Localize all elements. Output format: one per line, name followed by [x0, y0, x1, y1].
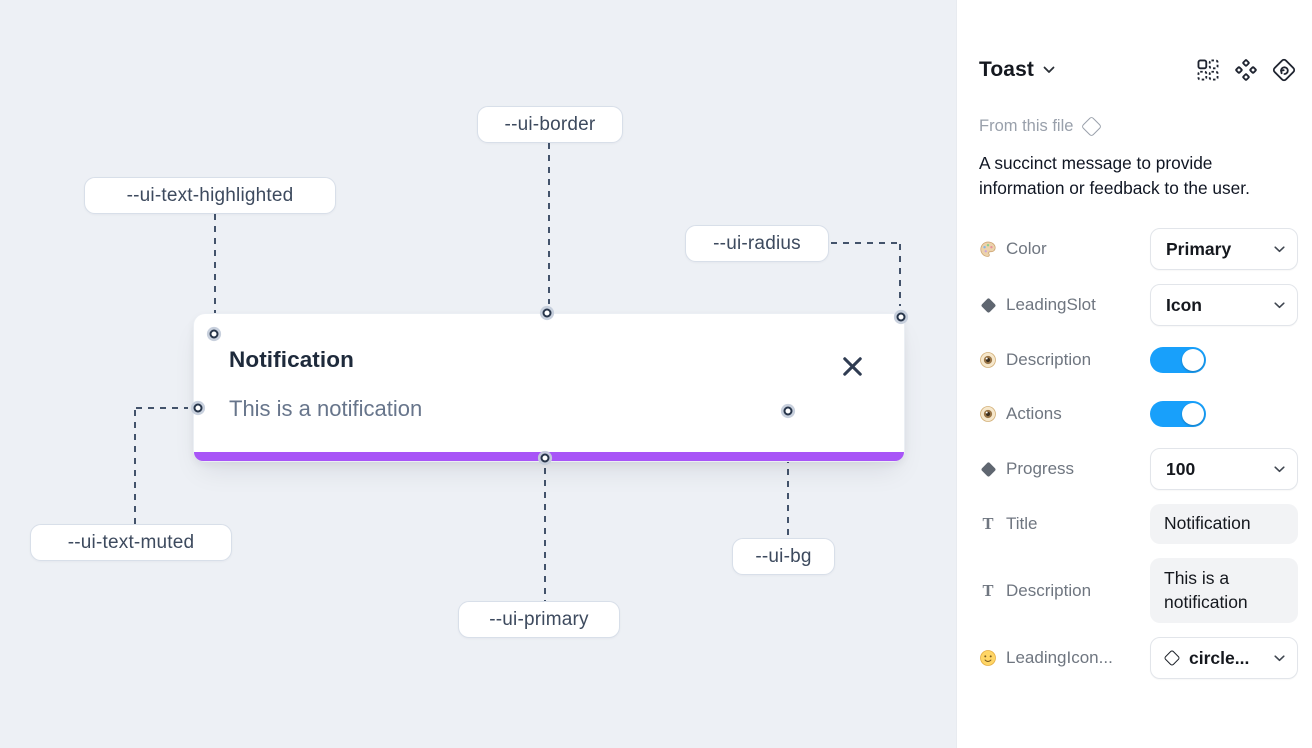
component-set-icon[interactable] [1232, 56, 1260, 84]
connector-node-primary [540, 453, 550, 463]
annotation-ui-radius: --ui-radius [685, 225, 829, 262]
connector-line-primary [544, 468, 546, 601]
property-label-text: Actions [1006, 404, 1062, 424]
annotation-ui-bg: --ui-bg [732, 538, 835, 575]
text-type-icon: T [982, 580, 994, 600]
leadingicon-select[interactable]: circle... [1150, 637, 1298, 680]
connector-node-text-highlighted [209, 329, 219, 339]
progress-select[interactable]: 100 [1150, 448, 1298, 491]
connector-node-radius [896, 312, 906, 322]
property-label-text: Progress [1006, 459, 1075, 479]
property-row-color: Color Primary [979, 228, 1298, 271]
property-label-actions: Actions [979, 404, 1150, 424]
palette-icon [979, 240, 997, 258]
property-row-description-toggle: Description [979, 340, 1298, 380]
connector-line-text-muted-v [134, 410, 136, 524]
chevron-down-icon [1274, 246, 1285, 253]
property-label-leadingslot: LeadingSlot [979, 295, 1150, 315]
connector-line-bg [787, 421, 789, 538]
toggle-knob [1182, 349, 1204, 372]
property-label-text: LeadingIcon... [1006, 648, 1113, 668]
property-row-actions-toggle: Actions [979, 394, 1298, 434]
property-label-text: Title [1006, 514, 1038, 534]
toast-component-preview: Notification This is a notification [193, 313, 905, 462]
property-row-progress: Progress 100 [979, 448, 1298, 491]
property-rows: Color Primary LeadingSlot Icon [979, 228, 1298, 680]
connector-line-radius-h [831, 242, 899, 244]
eye-icon [979, 351, 997, 369]
component-description: A succinct message to provide informatio… [979, 153, 1250, 199]
chevron-down-icon [1043, 66, 1055, 74]
connector-node-text-muted [193, 403, 203, 413]
toast-description: This is a notification [229, 396, 423, 421]
chevron-down-icon [1274, 302, 1285, 309]
toast-close-button[interactable] [841, 355, 863, 377]
property-label-color: Color [979, 239, 1150, 259]
component-title-dropdown[interactable] [1043, 66, 1055, 74]
actions-toggle[interactable] [1150, 401, 1206, 428]
diamond-outline-icon [1163, 649, 1181, 667]
color-select[interactable]: Primary [1150, 228, 1298, 271]
title-field[interactable]: Notification [1150, 504, 1298, 545]
leadingslot-select-value: Icon [1166, 294, 1202, 315]
panel-header: Toast [979, 56, 1298, 84]
text-type-icon: T [982, 514, 994, 534]
toast-title: Notification [229, 347, 354, 372]
property-row-description-text: T Description This is a notification [979, 558, 1298, 624]
source-row: From this file [979, 115, 1298, 138]
variant-grid-icon[interactable] [1194, 56, 1222, 84]
connector-line-radius-v [899, 244, 901, 306]
annotation-ui-text-muted: --ui-text-muted [30, 524, 232, 561]
property-row-leadingslot: LeadingSlot Icon [979, 284, 1298, 327]
property-label-text: LeadingSlot [1006, 295, 1096, 315]
component-return-icon[interactable] [1270, 56, 1298, 84]
connector-node-border [542, 308, 552, 318]
property-label-description-text: T Description [979, 581, 1150, 601]
leadingicon-select-value: circle... [1189, 647, 1250, 668]
source-label: From this file [979, 117, 1074, 135]
annotation-ui-text-highlighted: --ui-text-highlighted [84, 177, 336, 214]
diamond-icon [979, 297, 997, 313]
connector-line-text-muted-h [136, 407, 188, 409]
chevron-down-icon [1274, 466, 1285, 473]
component-title: Toast [979, 58, 1034, 81]
property-row-leadingicon: LeadingIcon... circle... [979, 637, 1298, 680]
property-label-text: Description [1006, 350, 1092, 370]
description-toggle[interactable] [1150, 347, 1206, 374]
design-canvas: Notification This is a notification --ui… [0, 0, 956, 748]
annotation-ui-primary: --ui-primary [458, 601, 620, 638]
diamond-outline-icon [1081, 115, 1103, 138]
color-select-value: Primary [1166, 238, 1232, 259]
property-label-text: Description [1006, 580, 1092, 600]
annotation-ui-border: --ui-border [477, 106, 623, 143]
property-label-leadingicon: LeadingIcon... [979, 648, 1150, 668]
properties-panel: Toast [956, 0, 1312, 748]
connector-line-border [548, 143, 550, 304]
chevron-down-icon [1274, 655, 1285, 662]
connector-line-text-highlighted [214, 214, 216, 321]
progress-select-value: 100 [1166, 458, 1196, 479]
leadingslot-select[interactable]: Icon [1150, 284, 1298, 327]
eye-icon [979, 405, 997, 423]
property-label-title: T Title [979, 514, 1150, 534]
connector-node-bg [783, 406, 793, 416]
property-row-title: T Title Notification [979, 504, 1298, 545]
property-label-description: Description [979, 350, 1150, 370]
diamond-icon [979, 461, 997, 477]
smiley-icon [979, 649, 997, 667]
description-field[interactable]: This is a notification [1150, 558, 1298, 624]
property-label-text: Color [1006, 239, 1047, 259]
x-close-icon [842, 356, 862, 376]
toggle-knob [1182, 403, 1204, 426]
property-label-progress: Progress [979, 459, 1150, 479]
